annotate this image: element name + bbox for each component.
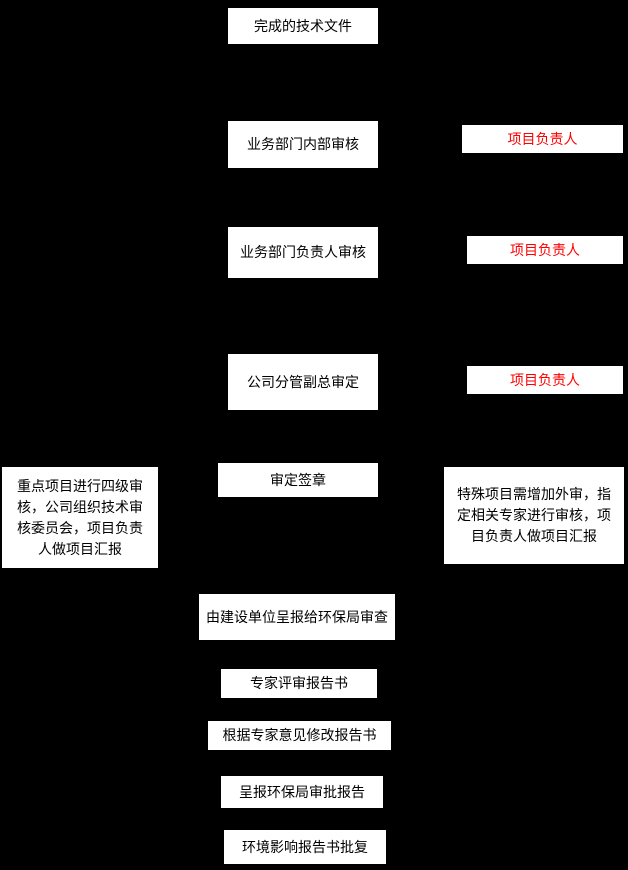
flow-node-eia-report-approval-reply: 环境影响报告书批复 xyxy=(224,830,386,864)
flow-node-deputy-gm-approval: 公司分管副总审定 xyxy=(228,354,378,410)
flow-node-department-head-review: 业务部门负责人审核 xyxy=(228,227,378,278)
side-label-project-leader-2: 项目负责人 xyxy=(467,236,623,264)
side-label-project-leader-3: 项目负责人 xyxy=(467,366,623,394)
flow-node-submit-to-epb-review: 由建设单位呈报给环保局审查 xyxy=(199,594,395,640)
flow-node-internal-department-review: 业务部门内部审核 xyxy=(228,121,378,168)
side-label-project-leader-1: 项目负责人 xyxy=(462,125,623,153)
flow-node-approval-seal: 审定签章 xyxy=(218,463,378,497)
note-special-project-external-review: 特殊项目需增加外审，指定相关专家进行审核，项目负责人做项目汇报 xyxy=(444,467,624,564)
flow-node-revise-report-per-expert-opinion: 根据专家意见修改报告书 xyxy=(208,721,391,750)
note-key-project-four-level-review: 重点项目进行四级审核，公司组织技术审核委员会，项目负责人做项目汇报 xyxy=(2,467,158,568)
flow-node-completed-technical-documents: 完成的技术文件 xyxy=(228,8,378,44)
flow-node-expert-review-report: 专家评审报告书 xyxy=(221,669,377,698)
flow-node-submit-epb-approval-report: 呈报环保局审批报告 xyxy=(221,776,383,808)
